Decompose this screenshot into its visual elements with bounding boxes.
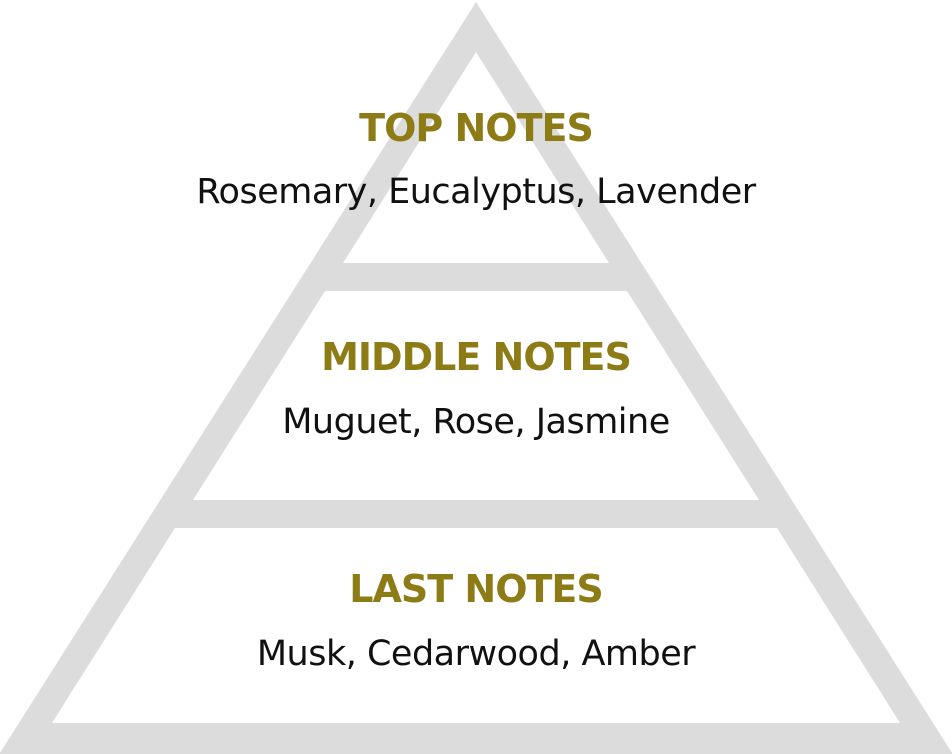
tier-middle-area xyxy=(193,291,759,500)
tier-top-area xyxy=(343,52,609,263)
tier-top-title: TOP NOTES xyxy=(359,106,594,150)
tier-last-area xyxy=(52,528,900,723)
tier-top-notes: Rosemary, Eucalyptus, Lavender xyxy=(196,172,756,212)
tier-last-notes: Musk, Cedarwood, Amber xyxy=(256,634,696,674)
tier-middle-title: MIDDLE NOTES xyxy=(321,335,632,379)
tier-last-title: LAST NOTES xyxy=(349,567,604,611)
tier-middle-notes: Muguet, Rose, Jasmine xyxy=(282,402,670,442)
